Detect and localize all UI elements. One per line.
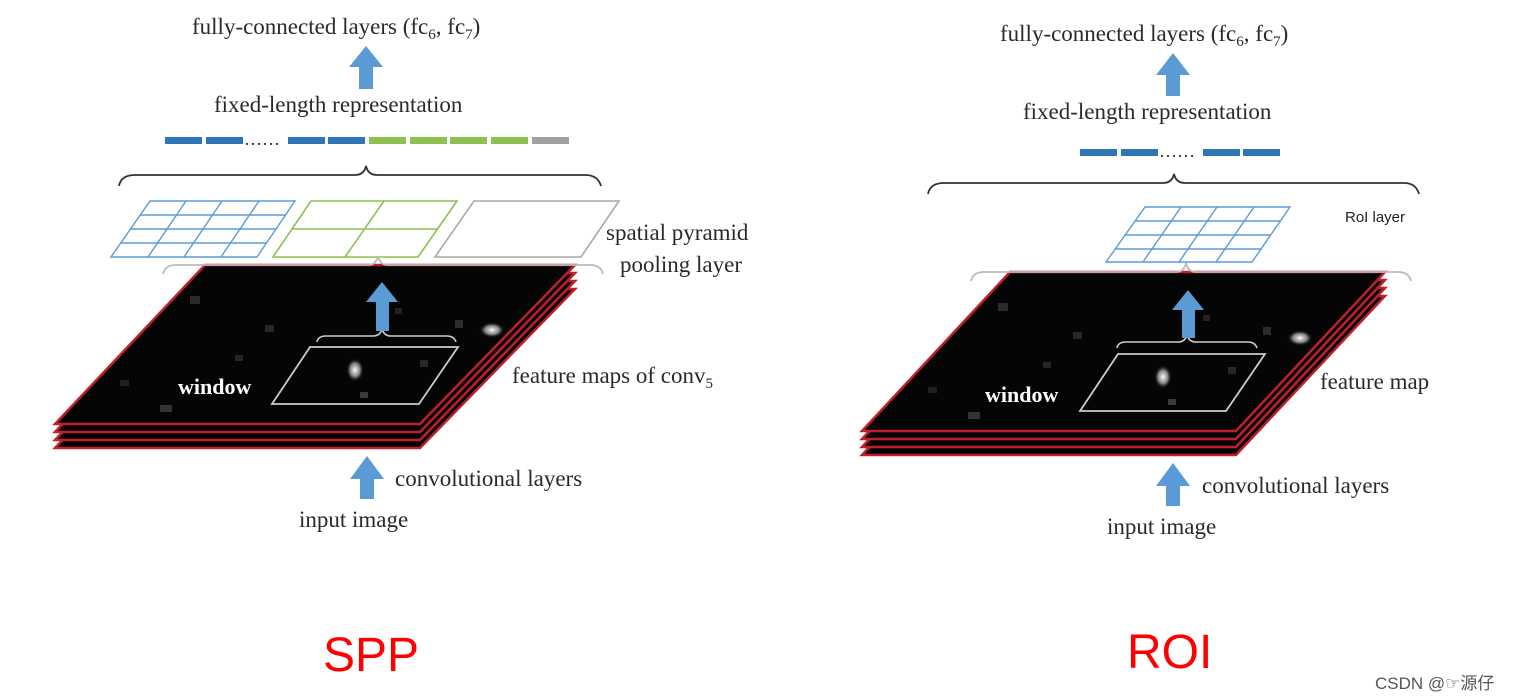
- spp-bins-dots: ……: [244, 129, 280, 149]
- roi-bins-dots: ……: [1159, 141, 1195, 161]
- roi-arrow-to-roi-layer-icon: [1172, 290, 1204, 338]
- roi-bin-blue-2: [1121, 149, 1158, 156]
- roi-arrow-to-fc-icon: [1156, 53, 1190, 96]
- spp-bin-green-4: [491, 137, 528, 144]
- spp-window-box: [270, 346, 460, 405]
- spp-feature-map-layer-1: [52, 263, 578, 426]
- spp-bin-blue-3: [288, 137, 325, 144]
- spp-bin-blue-4: [328, 137, 365, 144]
- spp-bin-green-2: [410, 137, 447, 144]
- roi-window-box: [1078, 353, 1267, 412]
- spp-panel: fully-connected layers (fc6, fc7) fixed-…: [52, 14, 749, 682]
- spp-fixed-length-vector: ……: [165, 129, 569, 149]
- spp-bin-green-3: [450, 137, 487, 144]
- roi-layer-label: RoI layer: [1345, 209, 1405, 226]
- watermark-text: CSDN @☞源仔: [1375, 674, 1494, 693]
- roi-feature-map-label: feature map: [1320, 369, 1429, 394]
- spp-arrow-to-pooling-icon: [366, 282, 398, 331]
- spp-arrow-input-icon: [350, 456, 384, 499]
- roi-bin-blue-3: [1203, 149, 1240, 156]
- spp-pyramid-label-line2: pooling layer: [620, 252, 742, 277]
- roi-panel-title: ROI: [1127, 626, 1212, 679]
- spp-bin-gray-1: [532, 137, 569, 144]
- spp-feature-maps-label: feature maps of conv5: [512, 363, 713, 392]
- roi-fc-label: fully-connected layers (fc6, fc7): [1000, 21, 1288, 50]
- roi-panel: fully-connected layers (fc6, fc7) fixed-…: [859, 21, 1429, 679]
- spp-bin-green-1: [369, 137, 406, 144]
- spp-bin-blue-1: [165, 137, 202, 144]
- spp-grid-2x2: [271, 200, 459, 258]
- spp-fc-label: fully-connected layers (fc6, fc7): [192, 14, 480, 43]
- roi-fixed-length-label: fixed-length representation: [1023, 99, 1272, 124]
- spp-grid-1x1: [433, 200, 621, 258]
- spp-window-label: window: [178, 374, 251, 399]
- roi-top-brace: [927, 173, 1420, 195]
- roi-bin-blue-4: [1243, 149, 1280, 156]
- roi-feature-map-stack: [859, 270, 1388, 457]
- spp-top-brace: [118, 165, 602, 187]
- spp-fixed-length-label: fixed-length representation: [214, 92, 463, 117]
- spp-grid-4x4: [109, 200, 297, 258]
- roi-feature-map-layer-1: [859, 270, 1388, 433]
- roi-grid-4x4: [1104, 206, 1292, 263]
- spp-input-label: input image: [299, 507, 408, 532]
- roi-window-label: window: [985, 382, 1058, 407]
- roi-feature-brace: [970, 262, 1412, 282]
- roi-fixed-length-vector: ……: [1080, 141, 1280, 161]
- roi-bin-blue-1: [1080, 149, 1117, 156]
- spp-conv-label: convolutional layers: [395, 466, 582, 491]
- spp-bin-blue-2: [206, 137, 243, 144]
- spp-feature-brace: [162, 255, 604, 275]
- roi-input-label: input image: [1107, 514, 1216, 539]
- spp-feature-map-stack: [52, 263, 578, 450]
- spp-arrow-to-fc-icon: [349, 46, 383, 89]
- roi-arrow-input-icon: [1156, 463, 1190, 506]
- spp-panel-title: SPP: [323, 629, 419, 682]
- roi-conv-label: convolutional layers: [1202, 473, 1389, 498]
- spp-pyramid-label-line1: spatial pyramid: [606, 220, 749, 245]
